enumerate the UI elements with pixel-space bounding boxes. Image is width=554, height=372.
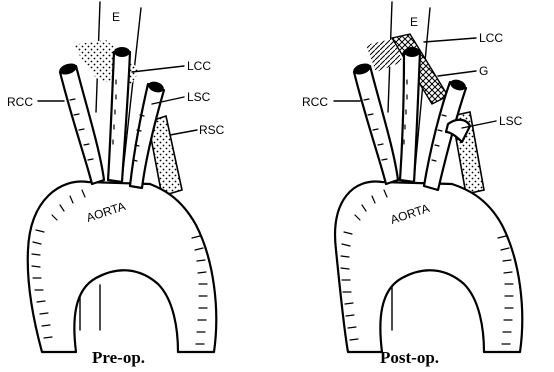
post-lcc-vessel bbox=[400, 52, 420, 182]
pre-label-e: E bbox=[112, 10, 120, 24]
pre-op-caption: Pre-op. bbox=[92, 348, 145, 367]
post-op-diagram: E LCC G RCC LSC AORTA Post-op. bbox=[302, 2, 523, 367]
rsc-leader bbox=[170, 130, 197, 135]
post-label-g: G bbox=[479, 64, 488, 78]
post-label-rcc: RCC bbox=[302, 95, 328, 109]
lcc-opening bbox=[114, 47, 130, 57]
post-label-e: E bbox=[410, 15, 418, 29]
post-label-lcc: LCC bbox=[479, 31, 503, 45]
lcc-leader bbox=[132, 66, 184, 72]
pre-label-lsc: LSC bbox=[187, 90, 211, 104]
post-label-lsc: LSC bbox=[499, 114, 523, 128]
pre-label-rsc: RSC bbox=[199, 123, 225, 137]
pre-op-diagram: E LCC RCC LSC RSC AORTA Pre-op. bbox=[7, 2, 225, 367]
pre-label-rcc: RCC bbox=[7, 95, 33, 109]
pre-label-lcc: LCC bbox=[187, 59, 211, 73]
post-lcc-opening bbox=[404, 47, 420, 57]
post-g-leader bbox=[438, 71, 476, 76]
post-op-caption: Post-op. bbox=[380, 348, 439, 367]
post-lcc-leader bbox=[424, 38, 476, 42]
post-rcc-vessel bbox=[354, 66, 398, 184]
